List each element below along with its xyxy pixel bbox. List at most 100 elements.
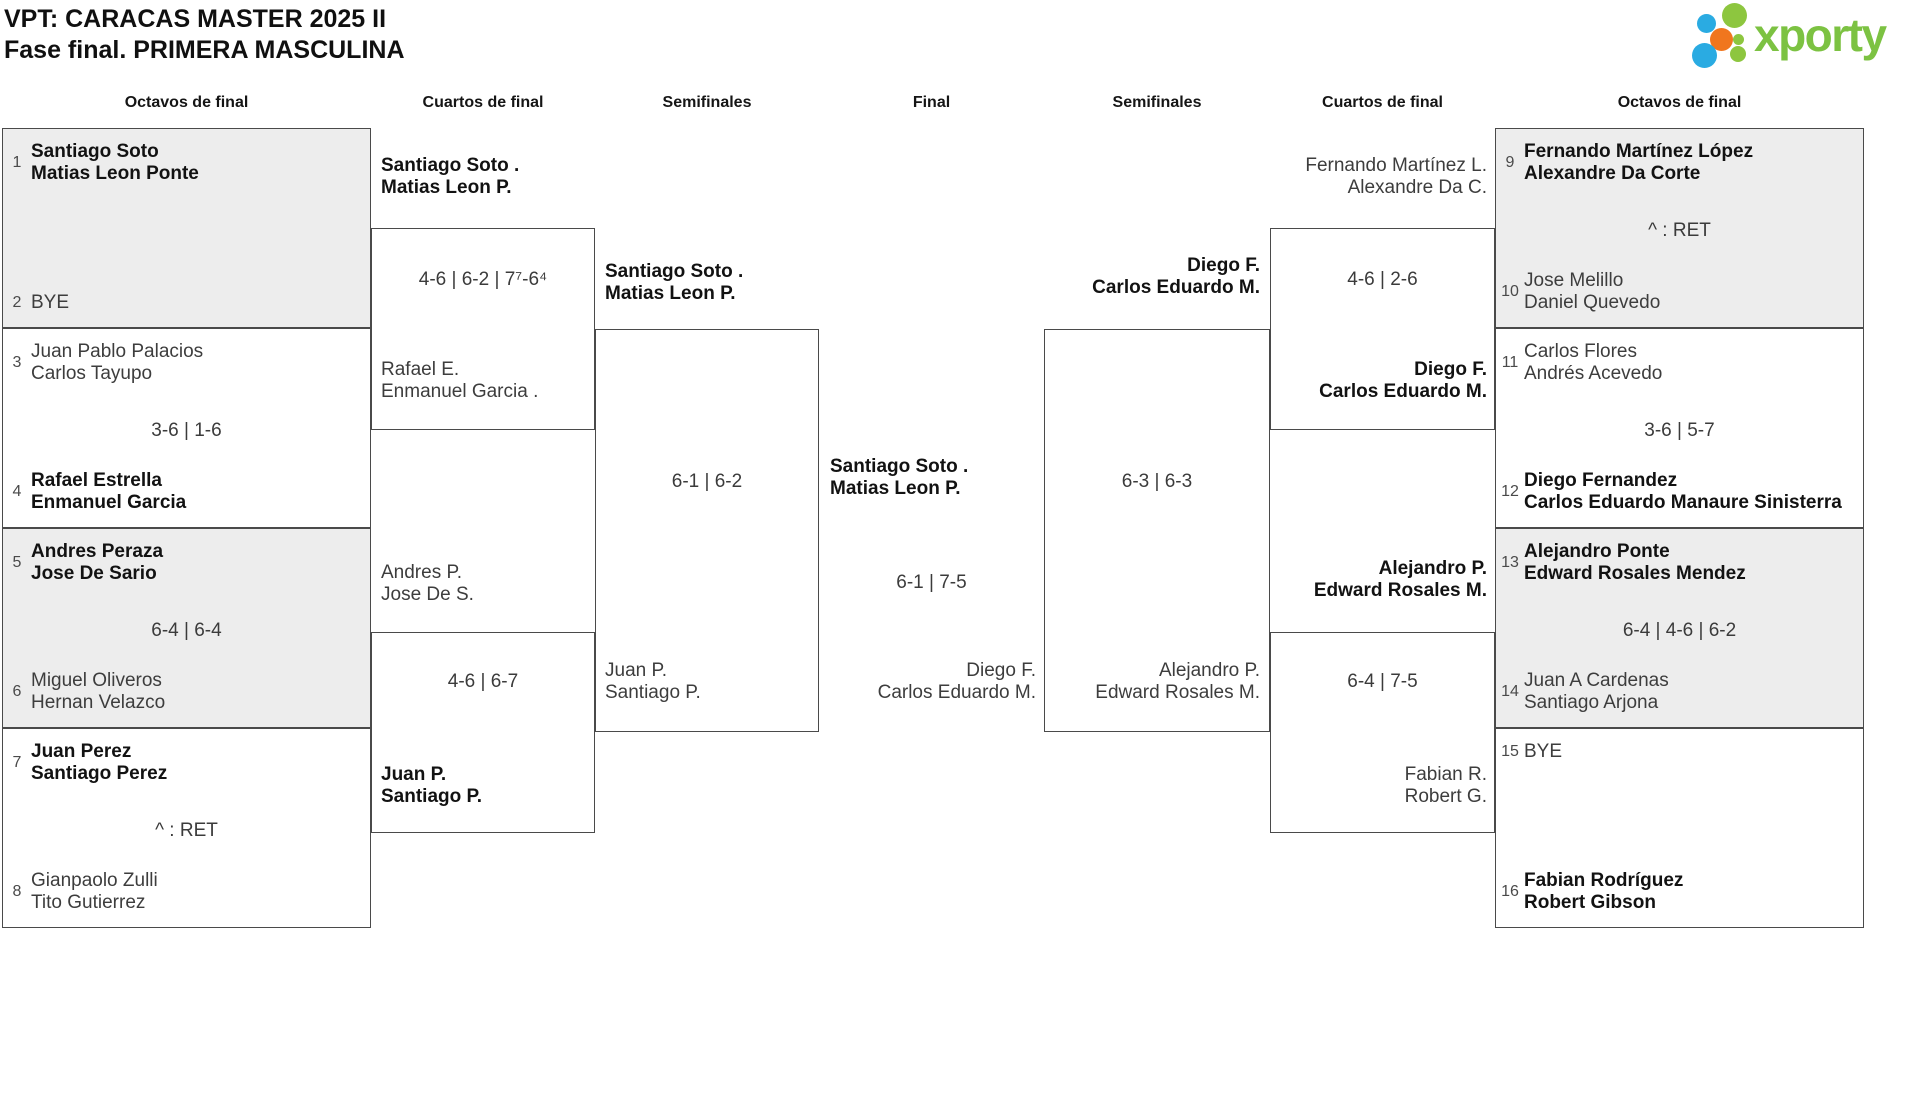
player-name: Juan A Cardenas	[1524, 670, 1669, 691]
participant-slot: 14 Juan A Cardenas Santiago Arjona	[1500, 670, 1857, 714]
participant-slot: 12 Diego Fernandez Carlos Eduardo Manaur…	[1500, 470, 1857, 514]
match-score: 4-6 | 6-2 | 7⁷-6⁴	[418, 269, 548, 290]
team-names: Juan Pablo Palacios Carlos Tayupo	[31, 341, 203, 385]
player-name: Carlos Tayupo	[31, 363, 153, 384]
participant-slot: 2 BYE	[7, 292, 364, 314]
participant-slot: 4 Rafael Estrella Enmanuel Garcia	[7, 470, 364, 514]
team-names: Diego F. Carlos Eduardo M.	[1270, 359, 1487, 403]
player-name: Andres P.	[381, 562, 462, 583]
player-name: Santiago Arjona	[1524, 692, 1659, 713]
logo-dot-green-big-icon	[1722, 3, 1747, 28]
seed-number: 3	[12, 354, 22, 371]
seed-number: 13	[1501, 554, 1519, 571]
player-name: Alexandre Da Corte	[1524, 163, 1701, 184]
player-name: Edward Rosales Mendez	[1524, 563, 1746, 584]
seed-number: 4	[12, 483, 22, 500]
seed-number: 15	[1501, 743, 1519, 760]
player-name: Andrés Acevedo	[1524, 363, 1663, 384]
participant-slot: 9 Fernando Martínez López Alexandre Da C…	[1500, 141, 1857, 185]
match-score: 3-6 | 1-6	[151, 420, 222, 441]
logo-dot-orange-icon	[1710, 28, 1733, 51]
team-names: Fernando Martínez López Alexandre Da Cor…	[1524, 141, 1753, 185]
player-name: Matias Leon Ponte	[31, 163, 199, 184]
match-score: 4-6 | 2-6	[1347, 269, 1418, 290]
match-box-seeds-15-16: 15 BYE 16 Fabian Rodríguez Robert Gibson	[1495, 728, 1864, 928]
match-box-seeds-1-2: 1 Santiago Soto Matias Leon Ponte 2 BYE	[2, 128, 371, 328]
final-score: 6-1 | 7-5	[896, 572, 967, 593]
seed-number: 5	[12, 554, 22, 571]
team-names: Diego Fernandez Carlos Eduardo Manaure S…	[1524, 470, 1842, 514]
team-names: Alejandro P. Edward Rosales M.	[1270, 558, 1487, 602]
player-name: Juan P.	[605, 660, 667, 681]
round-header-cuartos-right: Cuartos de final	[1322, 94, 1443, 111]
match-score: 3-6 | 5-7	[1644, 420, 1715, 441]
seed-number: 11	[1501, 354, 1519, 371]
team-names: Alejandro Ponte Edward Rosales Mendez	[1524, 541, 1746, 585]
player-name: Fernando Martínez López	[1524, 141, 1754, 162]
xporty-logo[interactable]: xporty	[1690, 0, 1918, 78]
bracket-box-quarter-left-2	[371, 632, 595, 833]
player-name: Robert Gibson	[1524, 892, 1656, 913]
logo-dot-green-tiny-icon	[1733, 34, 1744, 45]
player-name: Enmanuel Garcia	[31, 492, 187, 513]
match-score: 4-6 | 6-7	[447, 671, 519, 692]
player-name: Andres Peraza	[31, 541, 164, 562]
round-header-final: Final	[912, 94, 951, 111]
team-names: Fabian Rodríguez Robert Gibson	[1524, 870, 1683, 914]
player-name: Diego F.	[1414, 359, 1487, 380]
team-names: BYE	[1524, 741, 1562, 763]
participant-slot: 11 Carlos Flores Andrés Acevedo	[1500, 341, 1857, 385]
player-name: Tito Gutierrez	[31, 892, 146, 913]
team-names: Carlos Flores Andrés Acevedo	[1524, 341, 1662, 385]
participant-slot: 8 Gianpaolo Zulli Tito Gutierrez	[7, 870, 364, 914]
player-name: Rafael E.	[381, 359, 460, 380]
player-name: Carlos Eduardo M.	[877, 682, 1036, 703]
player-name: Daniel Quevedo	[1524, 292, 1661, 313]
team-names: Juan P. Santiago P.	[381, 764, 482, 808]
team-names: Andres Peraza Jose De Sario	[31, 541, 163, 585]
tournament-title: VPT: CARACAS MASTER 2025 II	[4, 5, 387, 33]
match-score: 6-4 | 7-5	[1347, 671, 1418, 692]
logo-dot-blue-small-icon	[1697, 14, 1716, 33]
player-name: Rafael Estrella	[31, 470, 162, 491]
team-names: Alejandro P. Edward Rosales M.	[1044, 660, 1260, 704]
match-box-seeds-5-6: 5 Andres Peraza Jose De Sario 6-4 | 6-4 …	[2, 528, 371, 728]
match-score: ^ : RET	[1648, 220, 1711, 241]
participant-slot: 5 Andres Peraza Jose De Sario	[7, 541, 364, 585]
team-names: Gianpaolo Zulli Tito Gutierrez	[31, 870, 158, 914]
player-name: Alejandro P.	[1378, 558, 1487, 579]
player-name: Santiago P.	[605, 682, 701, 703]
bracket-box-quarter-right-2	[1270, 632, 1495, 833]
player-name: Jose De Sario	[31, 563, 157, 584]
player-name: Juan P.	[381, 764, 447, 785]
team-names: Fernando Martínez L. Alexandre Da C.	[1270, 155, 1487, 199]
player-name: Santiago Perez	[31, 763, 168, 784]
bracket-box-semi-right	[1044, 329, 1270, 732]
player-name: Jose De S.	[381, 584, 474, 605]
player-name: Carlos Eduardo M.	[1092, 277, 1260, 298]
participant-slot: 15 BYE	[1500, 741, 1857, 763]
logo-wordmark: xporty	[1754, 9, 1887, 61]
team-names: Andres P. Jose De S.	[381, 562, 474, 606]
player-name: Santiago P.	[381, 786, 483, 807]
team-names: Juan Perez Santiago Perez	[31, 741, 167, 785]
team-names: Diego F. Carlos Eduardo M.	[1044, 255, 1260, 299]
match-box-seeds-9-10: 9 Fernando Martínez López Alexandre Da C…	[1495, 128, 1864, 328]
player-name: Carlos Flores	[1524, 341, 1637, 362]
phase-subtitle: Fase final. PRIMERA MASCULINA	[4, 36, 405, 64]
seed-number: 8	[12, 883, 22, 900]
player-name: Alejandro P.	[1158, 660, 1260, 681]
match-box-seeds-3-4: 3 Juan Pablo Palacios Carlos Tayupo 3-6 …	[2, 328, 371, 528]
seed-number: 1	[12, 154, 22, 171]
seed-number: 7	[12, 754, 22, 771]
player-name: Diego Fernandez	[1524, 470, 1678, 491]
seed-number: 10	[1501, 283, 1519, 300]
page-header: VPT: CARACAS MASTER 2025 II Fase final. …	[4, 4, 405, 66]
round-header-semis-left: Semifinales	[662, 94, 752, 111]
match-score: 6-4 | 4-6 | 6-2	[1622, 620, 1737, 641]
match-box-seeds-7-8: 7 Juan Perez Santiago Perez ^ : RET 8 Gi…	[2, 728, 371, 928]
match-score: 6-4 | 6-4	[151, 620, 222, 641]
team-names: Juan P. Santiago P.	[605, 660, 701, 704]
round-header-semis-right: Semifinales	[1112, 94, 1202, 111]
player-name: Santiago Soto .	[381, 155, 520, 176]
